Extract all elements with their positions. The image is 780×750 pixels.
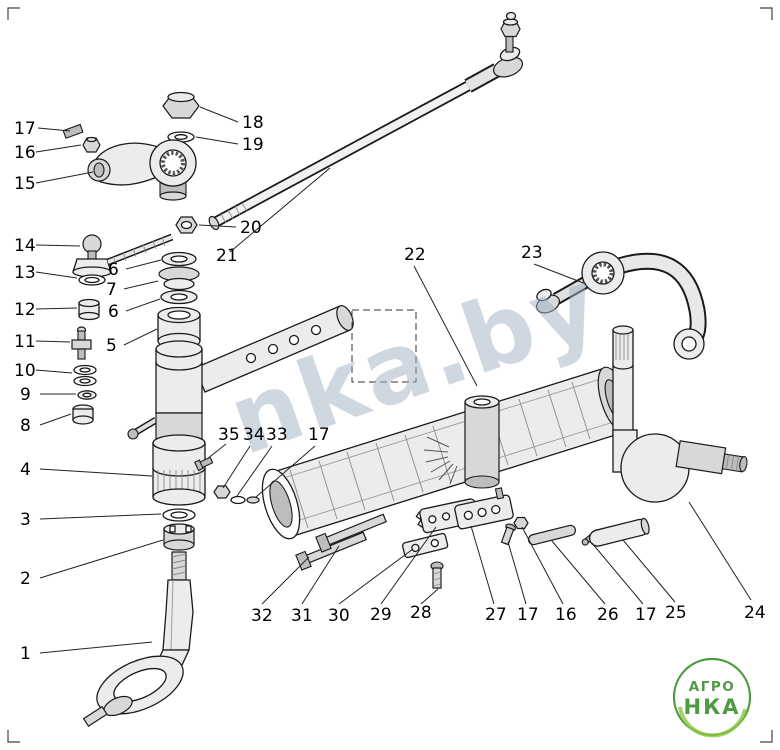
washers-10-drawing (73, 364, 97, 387)
callout-label: 17 (635, 605, 657, 625)
pin-26-drawing (527, 524, 577, 546)
callout-label: 32 (251, 606, 273, 626)
callout-label: 16 (555, 605, 577, 625)
callout-label: 28 (410, 603, 432, 623)
mid-fasteners-drawing (193, 456, 260, 505)
callout-label: 4 (20, 460, 31, 480)
callout-label: 17 (517, 605, 539, 625)
callout-label: 26 (597, 605, 619, 625)
bolt-31-drawing (315, 513, 387, 553)
right-knuckle-drawing (612, 325, 748, 503)
plate-27-drawing (454, 487, 514, 530)
washer-3-drawing (162, 508, 196, 522)
nut-18-drawing (162, 91, 200, 119)
spindle-1-drawing (82, 551, 194, 728)
drop-arm-drawing (87, 139, 197, 201)
callout-label: 7 (106, 280, 117, 300)
nut-20-drawing (175, 216, 198, 234)
callout-label: 34 (243, 425, 265, 445)
nut-2-drawing (163, 523, 195, 551)
callout-label: 24 (744, 603, 766, 623)
nut-16-drawing (82, 136, 101, 153)
callout-label: 11 (14, 332, 36, 352)
callout-label: 6 (108, 302, 119, 322)
brand-logo: АГРО НКА (672, 657, 752, 738)
crop-marks (7, 7, 773, 743)
tie-rod-drawing (208, 11, 524, 231)
bushing-12-drawing (78, 298, 100, 321)
grease-fitting-11-drawing (71, 326, 92, 360)
bolt-28-drawing (430, 561, 444, 589)
callout-label: 6 (108, 260, 119, 280)
callouts: 17 16 15 14 13 12 11 10 9 8 4 3 2 1 18 1… (14, 113, 766, 664)
knuckle-housing-drawing (127, 340, 206, 506)
leader-lines (35, 106, 752, 654)
callout-label: 19 (242, 135, 264, 155)
right-steering-arm-drawing (536, 251, 707, 360)
callout-label: 22 (404, 245, 426, 265)
callout-label: 10 (14, 361, 36, 381)
callout-label: 27 (485, 605, 507, 625)
callout-label: 31 (291, 606, 313, 626)
callout-label: 29 (370, 605, 392, 625)
kingpin-25-drawing (588, 517, 650, 547)
callout-label: 35 (218, 425, 240, 445)
callout-label: 5 (106, 336, 117, 356)
callout-label: 30 (328, 606, 350, 626)
grommet-8-drawing (72, 404, 94, 425)
callout-label: 25 (665, 603, 687, 623)
logo-text-bottom: НКА (684, 695, 741, 719)
pivot-boss-drawing (423, 395, 500, 489)
nut-16-bottom-drawing (513, 516, 529, 530)
stud-17-drawing (62, 123, 84, 139)
callout-label: 8 (20, 416, 31, 436)
callout-label: 33 (266, 425, 288, 445)
seal-stack-drawing (158, 251, 200, 305)
dashed-outline (351, 309, 417, 383)
callout-label: 12 (14, 300, 36, 320)
logo-swoosh (678, 706, 747, 738)
callout-label: 1 (20, 644, 31, 664)
callout-label: 3 (20, 510, 31, 530)
callout-label: 20 (240, 218, 262, 238)
callout-label: 23 (521, 243, 543, 263)
callout-label: 9 (20, 385, 31, 405)
callout-label: 17 (308, 425, 330, 445)
callout-label: 18 (242, 113, 264, 133)
callout-label: 21 (216, 246, 238, 266)
ring-9-drawing (77, 390, 97, 400)
ring-13-drawing (78, 274, 106, 286)
bolt-17-bottom-drawing (500, 523, 516, 546)
callout-label: 13 (14, 263, 36, 283)
callout-label: 17 (14, 119, 36, 139)
plate-30-drawing (401, 532, 449, 559)
callout-label: 15 (14, 174, 36, 194)
callout-label: 2 (20, 569, 31, 589)
ball-stud-14-drawing (72, 233, 174, 278)
logo-text-top: АГРО (689, 679, 735, 695)
callout-label: 14 (14, 236, 36, 256)
callout-label: 16 (14, 143, 36, 163)
